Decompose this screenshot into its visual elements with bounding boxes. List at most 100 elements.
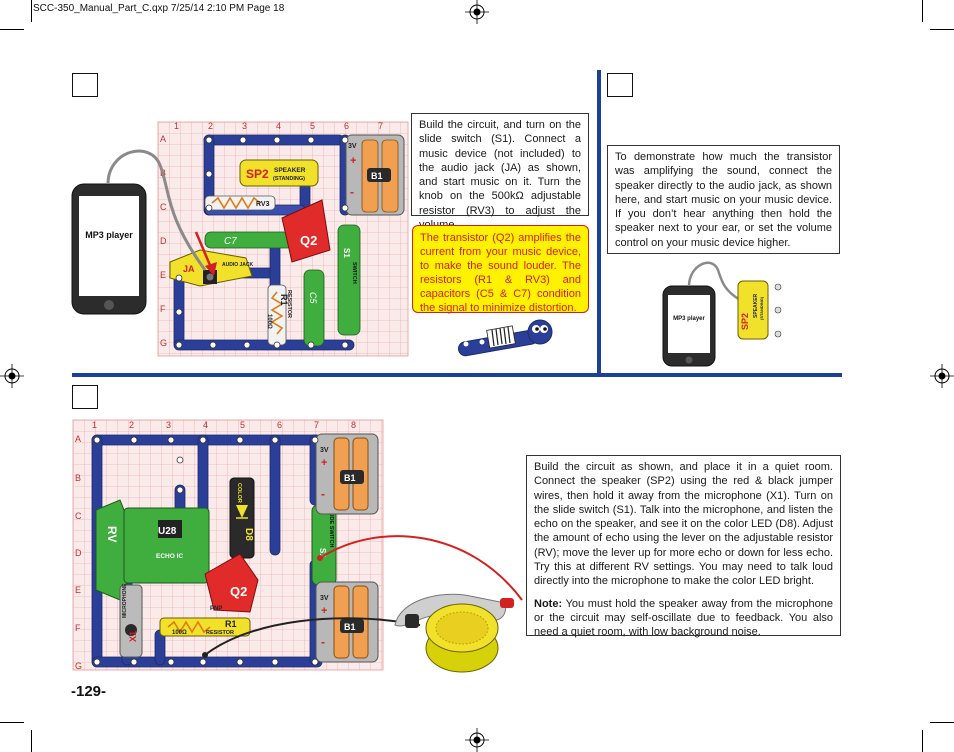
registration-mark-icon [465,0,489,24]
c7-label: C7 [224,236,237,247]
grid-row-label: B [75,473,81,483]
project-number-box [607,73,633,97]
mp3-player-small-label: MP3 player [673,316,705,322]
note-label: Note: [534,597,563,610]
grid-row-label: E [75,585,81,595]
section-divider-horizontal [72,373,842,377]
grid-row-label: C [75,511,82,521]
page-number: -129- [71,683,107,700]
speaker-small-label: SPEAKER [753,293,759,318]
b1-label: B1 [371,171,383,181]
crop-mark [930,29,954,30]
c5-label: C5 [308,292,318,304]
resistor-bottom-label: RESISTOR [206,630,234,636]
grid-col-label: 4 [203,420,208,430]
speaker-direct-diagram: MP3 player SP2 SPEAKER (STANDING) [662,261,782,367]
grid-row-label: F [75,623,81,633]
ohm-label: 100Ω [266,314,272,329]
project-number-box [72,385,98,409]
plus-icon: + [321,605,327,617]
grid-col-label: 3 [242,121,247,131]
crop-mark [0,29,24,30]
grid-row-label: F [160,304,166,314]
switch-label: SWITCH [351,262,357,284]
standing-label: (STANDING) [273,176,305,182]
grid-col-label: 6 [277,420,282,430]
note-text: You must hold the speaker away from the … [534,597,833,639]
b1-bottom-lower-label: B1 [344,622,356,632]
color-label: COLOR [236,483,242,503]
plus-icon: + [321,457,327,469]
mp3-player-label: MP3 player [85,230,133,240]
d8-label: D8 [243,528,254,541]
speaker-direct-instructions: To demonstrate how much the transistor w… [607,145,840,254]
standing-small-label: (STANDING) [759,296,764,320]
grid-col-label: 6 [344,121,349,131]
grid-row-label: A [160,134,166,144]
resistor-label: RESISTOR [286,290,292,318]
echo-ic-label: ECHO IC [156,553,183,560]
project-number-box [72,73,98,97]
grid-col-label: 2 [208,121,213,131]
grid-col-label: 4 [276,121,281,131]
grid-col-label: 7 [378,121,383,131]
crop-mark [922,730,923,752]
grid-row-label: G [160,338,167,348]
grid-row-label: G [75,661,82,671]
top-instructions-text: Build the circuit, and turn on the slide… [419,119,581,231]
grid-col-label: 7 [314,420,319,430]
minus-icon: - [321,487,325,501]
bottom-circuit-diagram: 1 2 3 4 5 6 7 8 A B C D E F G RV U28 ECH… [72,419,523,673]
s1-bottom-label: S1 [318,548,327,558]
sp2-small-label: SP2 [740,313,750,330]
top-instructions: Build the circuit, and turn on the slide… [411,113,589,231]
grid-col-label: 3 [166,420,171,430]
jack-label: AUDIO JACK [222,262,254,268]
grid-row-label: A [75,434,81,444]
pnp-label: PNP [210,606,222,612]
crop-mark [31,0,32,22]
section-divider-vertical [597,70,601,375]
battery-voltage-label: 3V [348,143,357,150]
grid-col-label: 5 [310,121,315,131]
top-circuit-diagram: 1 2 3 4 5 6 7 A B C D E F G SP2 SPEAKER … [71,121,409,357]
crop-mark [0,722,24,723]
grid-row-label: E [160,270,166,280]
grid-row-label: D [160,236,167,246]
grid-row-label: C [160,202,167,212]
transistor-callout-text: The transistor (Q2) amplifies the curren… [420,232,581,314]
q2-label: Q2 [300,233,317,248]
ja-label: JA [183,264,195,274]
registration-mark-icon [930,364,954,388]
slide-switch-label: SLIDE SWITCH [328,508,334,547]
crop-mark [930,722,954,723]
ohm-bottom-label: 100Ω [172,630,187,636]
speaker-label: SPEAKER [274,167,306,174]
s1-label: S1 [342,248,351,258]
registration-mark-icon [465,728,489,752]
r1-bottom-label: R1 [225,619,237,629]
mascot-icon [458,319,553,357]
sp2-label: SP2 [246,167,269,181]
rv-label: RV [105,526,119,542]
u28-label: U28 [158,526,177,537]
b1-bottom-top-label: B1 [344,473,356,483]
echo-note: Note: You must hold the speaker away fro… [534,597,833,640]
r1-label: R1 [279,294,289,306]
echo-instructions-text: Build the circuit as shown, and place it… [534,461,833,588]
q2-bottom-label: Q2 [230,584,247,599]
grid-col-label: 1 [174,121,179,131]
minus-icon: - [321,635,325,649]
grid-col-label: 1 [92,420,97,430]
crop-mark [922,0,923,22]
transistor-callout: The transistor (Q2) amplifies the curren… [412,225,589,314]
grid-col-label: 8 [351,420,356,430]
battery-voltage-label: 3V [320,447,329,454]
battery-voltage-label: 3V [320,595,329,602]
rv3-label: RV3 [256,201,270,208]
microphone-label: MICROPHONE [122,583,128,618]
grid-row-label: D [75,548,82,558]
grid-col-label: 2 [129,420,134,430]
crop-mark [31,730,32,752]
minus-icon: - [350,185,354,199]
